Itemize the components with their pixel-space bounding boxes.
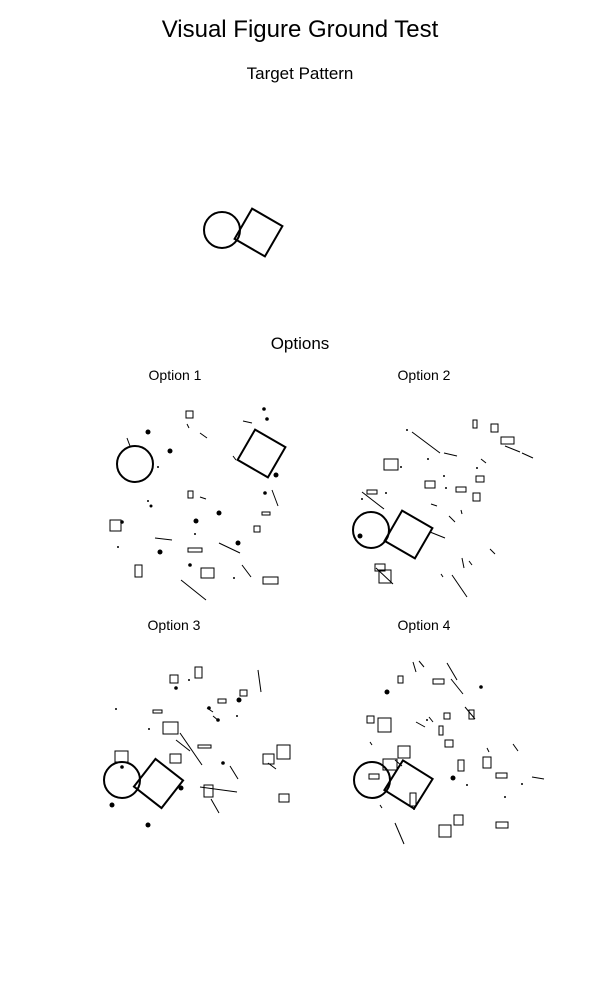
- option-2-distractors: [357, 419, 534, 598]
- option-4-figure[interactable]: [353, 660, 545, 845]
- option-1-circle: [116, 445, 154, 483]
- option-2-figure[interactable]: [352, 419, 534, 598]
- option-1-label: Option 1: [148, 367, 202, 383]
- options-heading: Options: [270, 334, 330, 353]
- target-circle: [203, 211, 241, 249]
- option-3-figure[interactable]: [103, 666, 291, 828]
- option-4-label: Option 4: [397, 617, 451, 633]
- option-3-label: Option 3: [147, 617, 201, 633]
- option-2-label: Option 2: [397, 367, 451, 383]
- option-1-figure[interactable]: [109, 407, 287, 601]
- page-title: Visual Figure Ground Test: [161, 16, 439, 43]
- target-square: [233, 207, 284, 258]
- option-2-circle: [352, 511, 390, 549]
- option-1-square: [236, 428, 287, 479]
- option-3-square: [132, 757, 185, 810]
- option-4-circle: [353, 761, 391, 799]
- option-4-square: [383, 759, 434, 810]
- target-pattern: [203, 207, 284, 258]
- option-2-square: [383, 509, 434, 560]
- option-1-distractors: [109, 407, 279, 601]
- target-pattern-label: Target Pattern: [246, 64, 354, 83]
- option-4-distractors: [366, 660, 545, 845]
- option-3-distractors: [109, 666, 291, 828]
